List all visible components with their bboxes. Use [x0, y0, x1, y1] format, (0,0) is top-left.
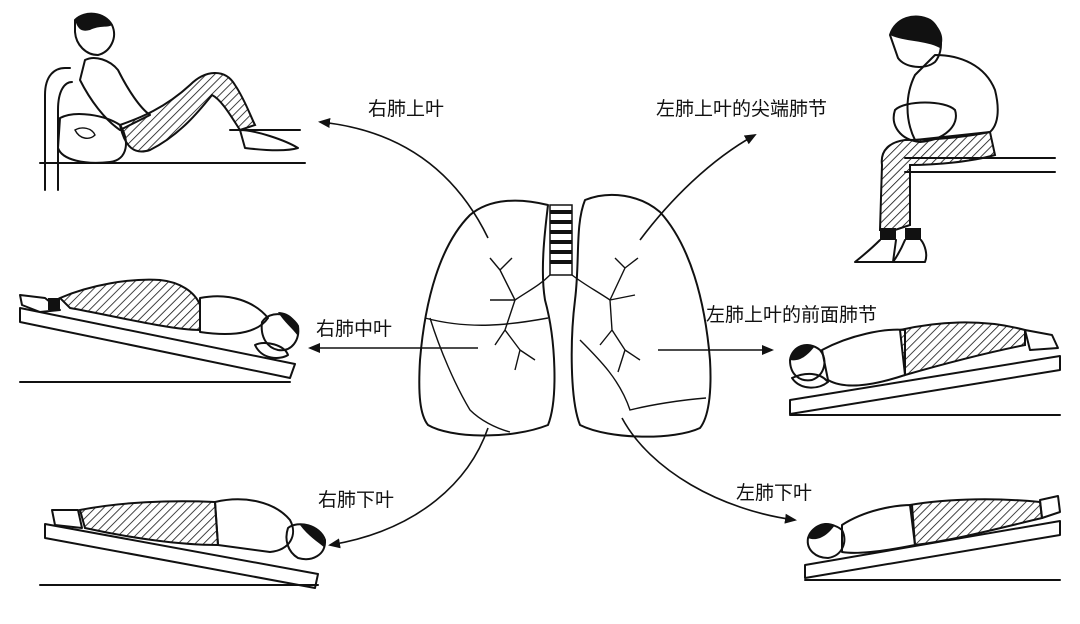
- trachea: [514, 204, 611, 301]
- label-right-lower-lobe: 右肺下叶: [318, 489, 395, 511]
- figure-lying-left-anterior: [789, 321, 1061, 416]
- label-right-middle-lobe: 右肺中叶: [316, 318, 393, 340]
- figure-lying-right-lower: [39, 498, 327, 589]
- label-left-lower-lobe: 左肺下叶: [736, 482, 813, 504]
- figure-sitting-forward: [854, 15, 1056, 263]
- figure-sitting-reclined: [39, 12, 306, 191]
- left-lung: [570, 193, 712, 438]
- label-left-upper-lobe-anterior: 左肺上叶的前面肺节: [706, 304, 878, 326]
- bronchi: [489, 257, 641, 373]
- lungs-illustration: [418, 193, 712, 438]
- drainage-arrows: [308, 118, 797, 549]
- label-right-upper-lobe: 右肺上叶: [368, 98, 445, 120]
- figure-lying-right-middle: [19, 278, 300, 383]
- right-lung: [418, 199, 556, 437]
- label-left-upper-lobe-apical: 左肺上叶的尖端肺节: [656, 98, 828, 120]
- figure-lying-left-lower: [804, 495, 1061, 581]
